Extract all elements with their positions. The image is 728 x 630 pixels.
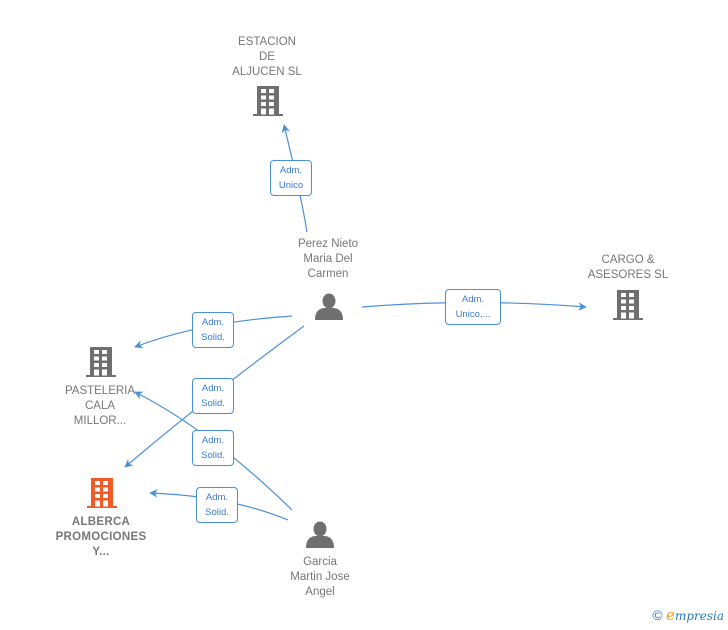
- node-label-pasteleria[interactable]: PASTELERIA CALA MILLOR...: [64, 385, 136, 427]
- node-label-perez[interactable]: Perez Nieto Maria Del Carmen: [297, 238, 359, 280]
- node-label-garcia[interactable]: Garcia Martin Jose Angel: [290, 556, 350, 598]
- person-icon-garcia[interactable]: [306, 521, 334, 549]
- edge-label-perez-to-estacion[interactable]: Adm. Unico: [270, 160, 312, 196]
- empresia-logo: empresia: [666, 606, 724, 624]
- edge-label-garcia-to-pasteleria[interactable]: Adm. Solid.: [192, 430, 234, 466]
- building-icon-cargo[interactable]: [613, 290, 643, 320]
- edge-label-garcia-to-alberca[interactable]: Adm. Solid.: [196, 487, 238, 523]
- node-label-cargo[interactable]: CARGO & ASESORES SL: [587, 254, 669, 281]
- edge-label-perez-to-cargo[interactable]: Adm. Unico,...: [445, 289, 501, 325]
- building-icon-estacion[interactable]: [253, 86, 283, 116]
- copyright-symbol: ©: [652, 607, 663, 623]
- edge-label-perez-to-alberca[interactable]: Adm. Solid.: [192, 378, 234, 414]
- empresia-watermark: © empresia: [652, 606, 724, 624]
- edge-label-perez-to-pasteleria[interactable]: Adm. Solid.: [192, 312, 234, 348]
- node-label-alberca[interactable]: ALBERCA PROMOCIONES Y...: [55, 516, 147, 558]
- building-icon-pasteleria[interactable]: [86, 347, 116, 377]
- building-icon-alberca[interactable]: [87, 478, 117, 508]
- person-icon-perez[interactable]: [315, 293, 343, 321]
- node-label-estacion[interactable]: ESTACION DE ALJUCEN SL: [232, 36, 302, 78]
